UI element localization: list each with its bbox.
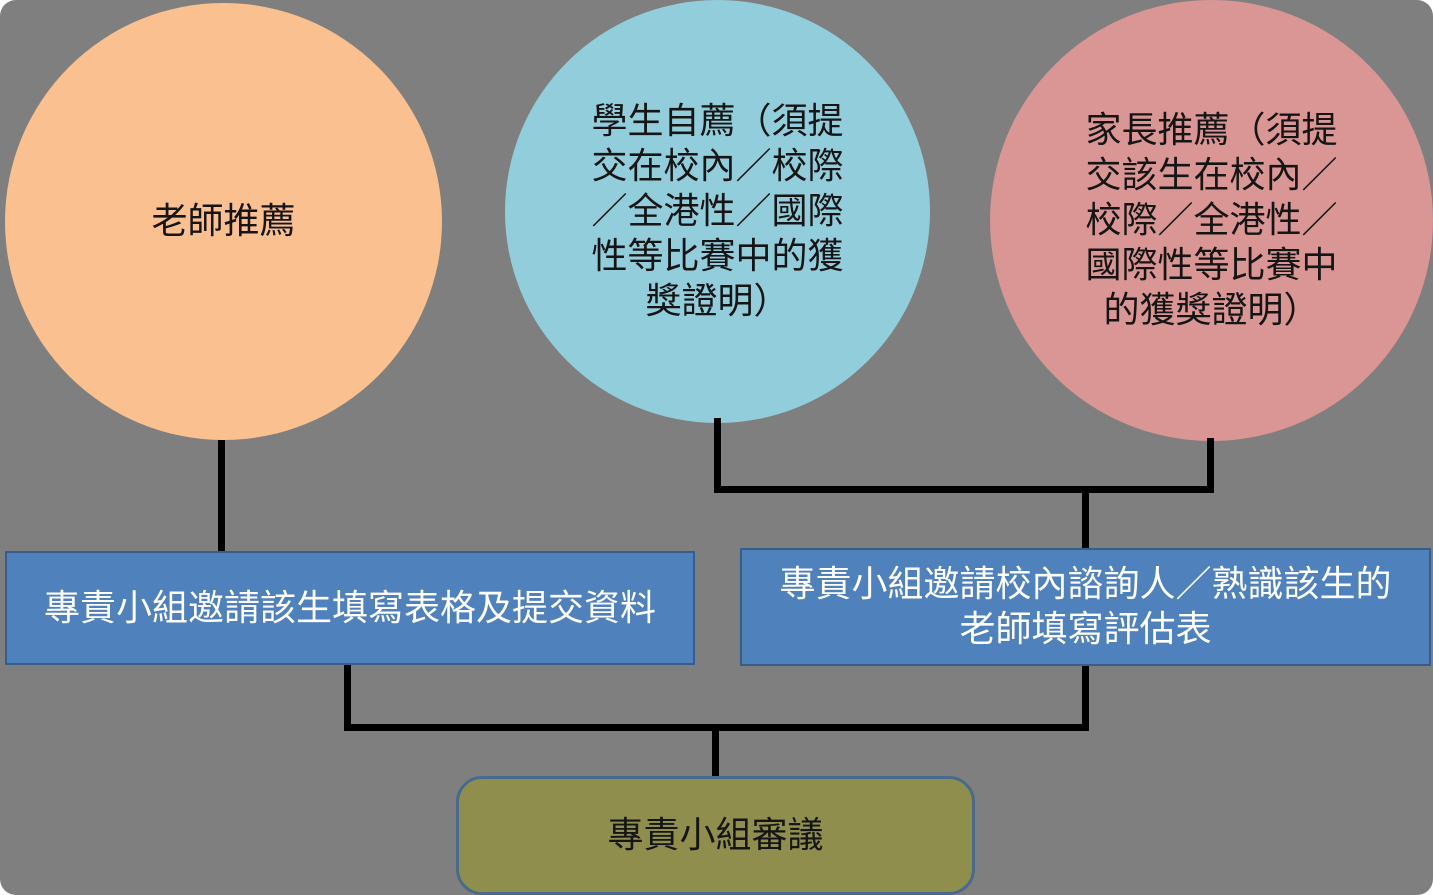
connector-parent-down: [1207, 438, 1214, 493]
connector-teacher-to-left-box: [218, 440, 225, 552]
parent-recommendation-circle: 家長推薦（須提 交該生在校內／ 校際／全港性／ 國際性等比賽中 的獲獎證明）: [990, 0, 1433, 441]
invite-student-form-label: 專責小組邀請該生填寫表格及提交資料: [43, 587, 656, 629]
connector-left-box-down: [344, 664, 351, 728]
panel-review-box: 專責小組審議: [456, 776, 975, 895]
parent-recommendation-label: 家長推薦（須提 交該生在校內／ 校際／全港性／ 國際性等比賽中 的獲獎證明）: [1085, 110, 1338, 331]
connector-merge-to-review-box: [712, 724, 719, 778]
panel-review-label: 專責小組審議: [607, 815, 824, 856]
teacher-recommendation-circle: 老師推薦: [5, 3, 442, 440]
invite-student-form-box: 專責小組邀請該生填寫表格及提交資料: [5, 551, 695, 665]
teacher-recommendation-label: 老師推薦: [151, 201, 296, 242]
connector-right-box-down: [1082, 665, 1089, 728]
student-self-recommendation-circle: 學生自薦（須提 交在校內／校際 ／全港性／國際 性等比賽中的獲 獎證明）: [505, 0, 930, 423]
connector-student-down: [714, 418, 721, 493]
connector-student-parent-merge: [714, 486, 1214, 493]
invite-assessor-label: 專責小組邀請校內諮詢人／熟識該生的 老師填寫評估表: [779, 564, 1392, 650]
student-self-recommendation-label: 學生自薦（須提 交在校內／校際 ／全港性／國際 性等比賽中的獲 獎證明）: [591, 101, 844, 322]
connector-merge-to-right-box: [1082, 486, 1089, 550]
invite-assessor-box: 專責小組邀請校內諮詢人／熟識該生的 老師填寫評估表: [740, 548, 1431, 666]
